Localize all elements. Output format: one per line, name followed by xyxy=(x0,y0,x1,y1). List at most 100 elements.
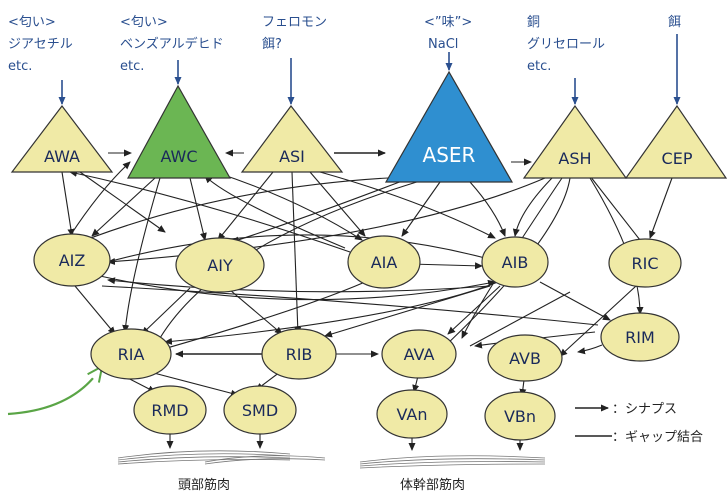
neuron-ash-shape xyxy=(522,104,628,179)
edge-asi-aia xyxy=(309,171,366,237)
neuron-cep: CEP xyxy=(624,104,728,179)
neuron-aiy: AIY xyxy=(175,237,265,293)
neuron-avb: AVB xyxy=(487,334,563,382)
stimulus-aser-line1: <”味”> xyxy=(424,15,472,30)
stimulus-awa-line3: etc. xyxy=(8,59,32,74)
stimulus-asi-line1: フェロモン xyxy=(262,15,327,30)
stimulus-aser-line2: NaCl xyxy=(428,37,458,52)
stimulus-ash-line1: 銅 xyxy=(527,15,540,30)
stimulus-asi: フェロモン 餌? xyxy=(262,15,327,52)
neuron-rib: RIB xyxy=(261,328,337,380)
neuron-ria-label: RIA xyxy=(118,345,145,364)
stimulus-cep: 餌 xyxy=(668,15,681,30)
edge-awc-aiz xyxy=(91,177,156,237)
neuron-cep-label: CEP xyxy=(662,149,693,168)
neuron-van-shape xyxy=(376,389,448,439)
edge-aser-aib xyxy=(469,181,506,237)
stimulus-asi-line2: 餌? xyxy=(262,37,282,52)
neuron-aiy-label: AIY xyxy=(207,256,233,275)
gap-aiz-rim xyxy=(101,285,599,326)
neuron-aiz-shape xyxy=(33,233,111,287)
neuron-smd: SMD xyxy=(223,385,297,435)
neuron-aiz: AIZ xyxy=(33,233,111,287)
stimulus-ash-line2: グリセロール xyxy=(527,37,605,52)
stimulus-ash-line3: etc. xyxy=(527,59,551,74)
neuron-rib-label: RIB xyxy=(286,345,313,364)
edge-aiz-aib-low xyxy=(99,275,496,301)
stimulus-awc-line3: etc. xyxy=(120,59,144,74)
edge-aib-rib xyxy=(324,285,491,338)
stimulus-awc: <匂い> ベンズアルデヒド etc. xyxy=(120,15,224,74)
neuron-ria: RIA xyxy=(90,328,172,380)
neuron-aser: ASER xyxy=(384,70,514,183)
edge-aib-aiz xyxy=(107,277,491,293)
neuron-aser-shape xyxy=(384,70,514,183)
neuron-ava-label: AVA xyxy=(404,345,435,364)
edge-aiz-aser xyxy=(59,172,439,251)
body-muscle-fiber xyxy=(359,455,546,469)
legend: ：シナプス ：ギャップ結合 xyxy=(575,402,703,445)
neuron-aser-label: ASER xyxy=(423,143,476,167)
edge-awc-ria xyxy=(122,177,161,333)
neuron-awc-label: AWC xyxy=(160,147,197,166)
stimulus-cep-line1: 餌 xyxy=(668,15,681,30)
neuron-awc: AWC xyxy=(126,84,232,179)
head-muscle-label: 頭部筋肉 xyxy=(178,477,230,493)
neuron-vbn-label: VBn xyxy=(504,407,536,426)
sensory-neurons: AWA AWC ASI ASER ASH CEP xyxy=(10,70,728,183)
stimulus-awa: <匂い> ジアセチル etc. xyxy=(8,15,73,74)
neuron-rim: RIM xyxy=(600,312,680,362)
edge-aser-aiy xyxy=(231,177,411,244)
body-muscle-label: 体幹部筋肉 xyxy=(400,477,465,493)
neuron-vbn-shape xyxy=(484,391,556,441)
neuron-cep-shape xyxy=(624,104,728,179)
edge-aiz-awc xyxy=(69,161,131,237)
stimulus-awa-line2: ジアセチル xyxy=(8,37,73,52)
edge-ash-aib xyxy=(512,174,556,237)
gap-aser-ria xyxy=(159,177,431,339)
stimulus-awa-line1: <匂い> xyxy=(8,15,56,30)
edge-ria-smd xyxy=(149,371,239,397)
gap-aiz-aib xyxy=(107,234,486,263)
stimulus-arrows xyxy=(58,34,681,105)
stimulus-ash: 銅 グリセロール etc. xyxy=(527,15,605,74)
edge-asi-rib xyxy=(291,171,302,335)
neuron-aia-shape xyxy=(347,235,421,289)
edge-cep-ric xyxy=(649,177,673,239)
head-muscle-fiber xyxy=(117,450,326,465)
neuron-asi-shape xyxy=(240,105,344,173)
neuron-ric-shape xyxy=(608,238,682,288)
stimulus-aser: <”味”> NaCl xyxy=(424,15,472,52)
neuron-ric-label: RIC xyxy=(631,254,658,273)
neuron-rim-shape xyxy=(600,312,680,362)
neuron-awa-shape xyxy=(10,105,114,173)
edge-aia-ria xyxy=(159,281,366,352)
neuron-ria-shape xyxy=(90,328,172,380)
edge-aiy-ria xyxy=(141,287,191,335)
neuron-aib-label: AIB xyxy=(502,253,529,272)
neuron-aib-shape xyxy=(481,236,549,288)
neuron-smd-shape xyxy=(223,385,297,435)
stimulus-awc-line2: ベンズアルデヒド xyxy=(120,36,224,52)
neuron-avb-label: AVB xyxy=(509,349,541,368)
neuron-aia: AIA xyxy=(347,235,421,289)
neuron-rmd-shape xyxy=(133,385,207,435)
edge-rim-avb xyxy=(577,344,603,355)
neuron-rmd: RMD xyxy=(133,385,207,435)
legend-synapse-label: ：シナプス xyxy=(612,402,677,417)
neuron-rmd-label: RMD xyxy=(151,401,188,420)
neuron-ava-shape xyxy=(381,329,457,379)
neuron-aia-label: AIA xyxy=(371,253,398,272)
edge-asi-aiy xyxy=(217,171,274,241)
neuron-rib-shape xyxy=(261,328,337,380)
neuron-aiz-label: AIZ xyxy=(59,251,86,270)
edge-aib-rim xyxy=(539,281,611,321)
edge-ric-avb xyxy=(559,285,637,357)
neuron-asi-label: ASI xyxy=(279,147,305,166)
neuron-ash-label: ASH xyxy=(558,149,591,168)
neuron-van-label: VAn xyxy=(396,405,427,424)
neuron-ash: ASH xyxy=(522,104,628,179)
neuron-awc-shape xyxy=(126,84,232,179)
edge-ava-van xyxy=(412,375,420,393)
